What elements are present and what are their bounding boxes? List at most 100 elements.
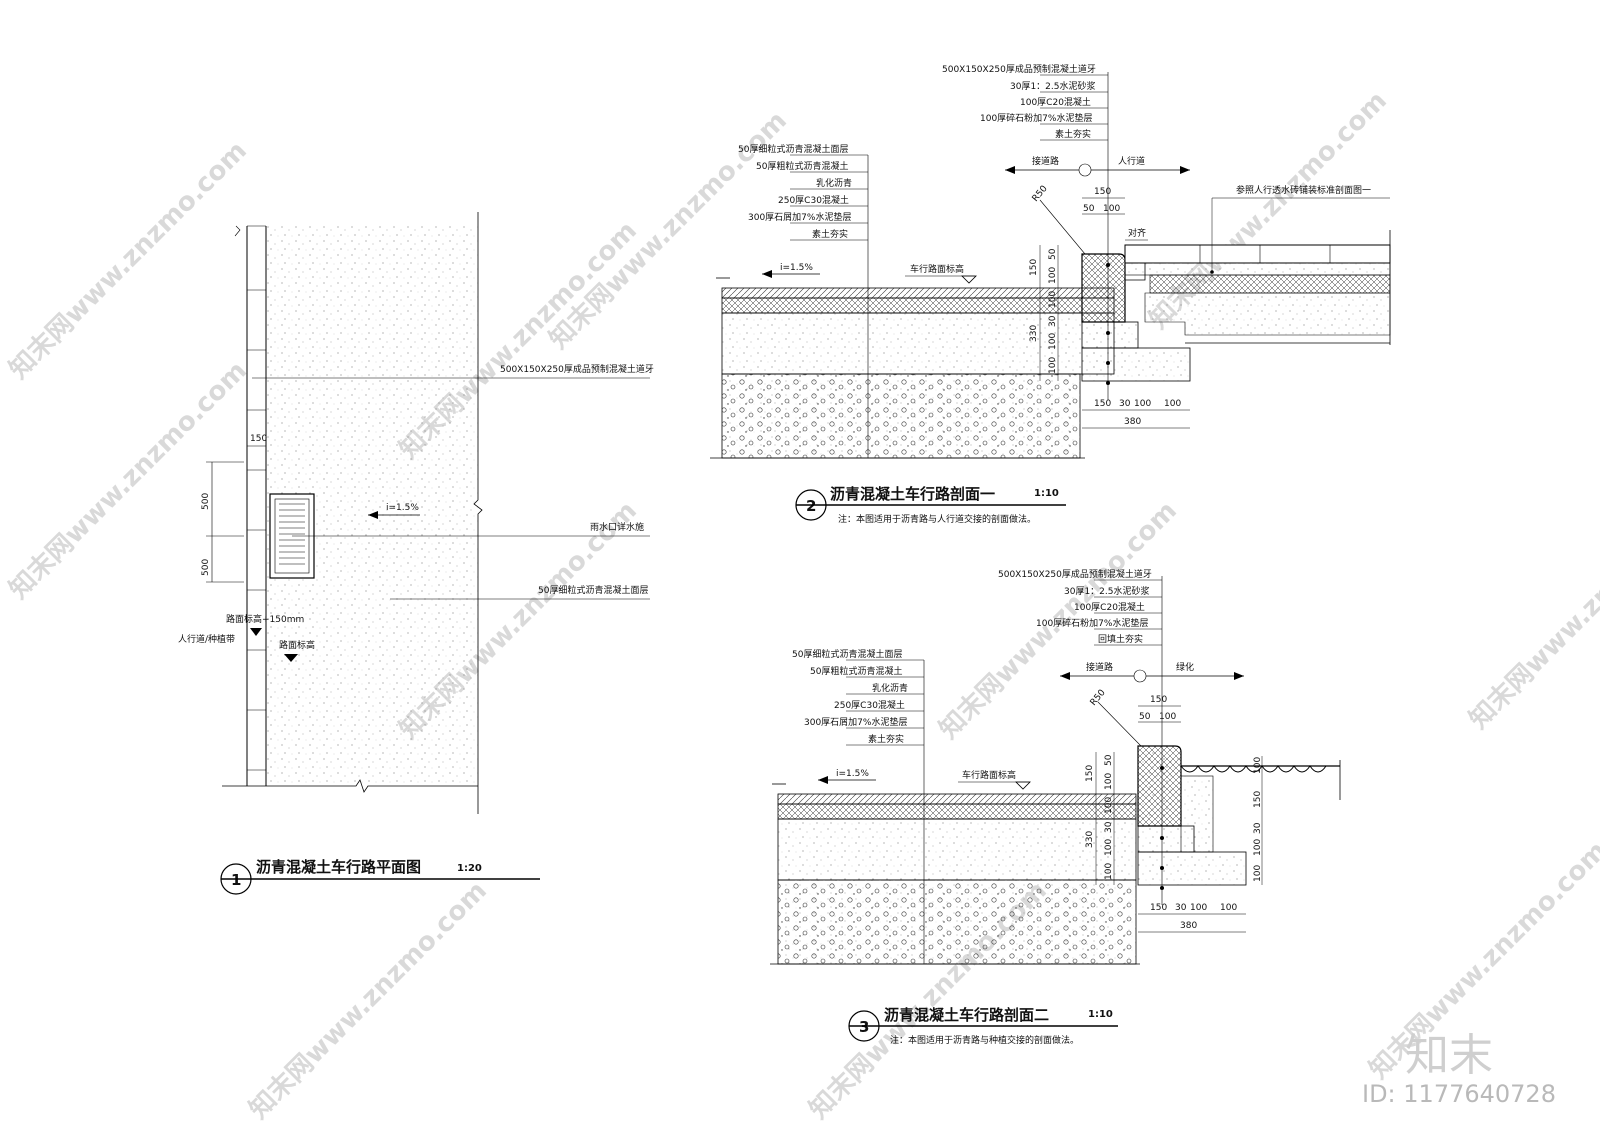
s2-dim: 100: [1253, 839, 1263, 856]
s1-dim: 100: [1164, 399, 1181, 409]
watermark-text: 知末网www.znzmo.com: [4, 356, 253, 605]
s2-curb-layer: 30厚1：2.5水泥砂浆: [1064, 585, 1150, 597]
s1-dim: 100: [1048, 291, 1058, 308]
plan-elev-raised: 路面标高+150mm: [226, 613, 304, 625]
s1-number: 2: [806, 497, 816, 515]
s2-curb-layer: 回填土夯实: [1098, 633, 1143, 645]
s1-slope: i=1.5%: [780, 263, 813, 273]
s2-dim: 30: [1104, 821, 1114, 833]
s1-curb-layer: 30厚1：2.5水泥砂浆: [1010, 80, 1096, 92]
s2-title: 沥青混凝土车行路剖面二: [884, 1006, 1049, 1024]
s2-road-layer: 250厚C30混凝土: [834, 699, 905, 711]
plan-elev-road: 路面标高: [279, 639, 315, 651]
s1-dim: 50: [1048, 248, 1058, 260]
s2-road-layer: 素土夯实: [868, 733, 904, 745]
watermark-text: 知末网www.znzmo.com: [244, 876, 493, 1125]
s2-dim: 100: [1104, 773, 1114, 790]
s1-dim: 50: [1083, 204, 1095, 214]
s1-elev: 车行路面标高: [910, 263, 964, 275]
s1-dim: 150: [1094, 399, 1111, 409]
s1-align: 对齐: [1128, 227, 1146, 239]
s1-road-layer: 50厚细粒式沥青混凝土面层: [738, 143, 848, 155]
plan-scale: 1:20: [457, 863, 482, 874]
s2-note: 注：本图适用于沥青路与种植交接的剖面做法。: [890, 1034, 1079, 1046]
plan-slope: i=1.5%: [386, 503, 419, 513]
s1-scale: 1:10: [1034, 488, 1059, 499]
s1-road-layer: 50厚粗粒式沥青混凝土: [756, 160, 848, 172]
s1-dim: 150: [1029, 259, 1039, 276]
s1-road-layer: 乳化沥青: [816, 177, 852, 189]
s1-left-dir: 接道路: [1032, 155, 1059, 167]
plan-view: 500X150X250厚成品预制混凝土道牙 雨水口详水施 50厚细粒式沥青混凝土…: [178, 212, 654, 895]
s2-right-dir: 绿化: [1176, 661, 1194, 673]
s1-dim: 30: [1119, 399, 1131, 409]
s2-dim: 150: [1150, 695, 1167, 705]
s2-curb-layer: 100厚碎石粉加7%水泥垫层: [1036, 617, 1148, 629]
plan-dim: 500: [201, 559, 211, 576]
brand-watermark: 知末: [1405, 1030, 1493, 1081]
s2-dim: 150: [1150, 903, 1167, 913]
s1-curb-layer: 100厚碎石粉加7%水泥垫层: [980, 112, 1092, 124]
s2-number: 3: [859, 1018, 869, 1036]
s2-dim: 150: [1253, 791, 1263, 808]
s1-road-layer: 300厚石屑加7%水泥垫层: [748, 211, 851, 223]
s2-dim: 100: [1253, 865, 1263, 882]
plan-curb-label: 500X150X250厚成品预制混凝土道牙: [500, 363, 654, 375]
s1-title: 沥青混凝土车行路剖面一: [830, 485, 995, 503]
s1-dim: 100: [1048, 357, 1058, 374]
s2-left-dir: 接道路: [1086, 661, 1113, 673]
s1-dim: 100: [1134, 399, 1151, 409]
plan-number: 1: [231, 871, 241, 889]
s2-dim: 100: [1220, 903, 1237, 913]
s1-dim: 100: [1048, 267, 1058, 284]
s1-road-layer: 素土夯实: [812, 228, 848, 240]
s2-radius: R50: [1089, 688, 1108, 708]
s1-dim: 330: [1029, 325, 1039, 342]
s1-curb-layer: 100厚C20混凝土: [1020, 96, 1091, 108]
watermark-text: 知末网www.znzmo.com: [4, 136, 253, 385]
id-watermark: ID: 1177640728: [1362, 1080, 1556, 1108]
s2-road-layer: 50厚细粒式沥青混凝土面层: [792, 648, 902, 660]
plan-drain-label: 雨水口详水施: [590, 521, 644, 533]
s1-right-dir: 人行道: [1118, 155, 1145, 167]
s2-road-layer: 乳化沥青: [872, 682, 908, 694]
s1-road-layer: 250厚C30混凝土: [778, 194, 849, 206]
s1-curb-layer: 素土夯实: [1055, 128, 1091, 140]
s1-curb-layer: 500X150X250厚成品预制混凝土道牙: [942, 63, 1096, 75]
s2-dim: 100: [1253, 757, 1263, 774]
s2-slope: i=1.5%: [836, 769, 869, 779]
section-two: i=1.5% 车行路面标高 50厚细粒式沥青混凝土面层 50厚粗粒式沥青混凝土 …: [770, 568, 1341, 1046]
watermark-text: 知末网www.znzmo.com: [1464, 486, 1600, 735]
s2-scale: 1:10: [1088, 1009, 1113, 1020]
s1-radius: R50: [1031, 184, 1050, 204]
s1-dim: 100: [1048, 333, 1058, 350]
s1-dim: 100: [1103, 204, 1120, 214]
s2-road-layer: 50厚粗粒式沥青混凝土: [810, 665, 902, 677]
s2-dim: 50: [1104, 754, 1114, 766]
plan-title: 沥青混凝土车行路平面图: [256, 858, 421, 876]
s2-dim: 100: [1104, 863, 1114, 880]
s2-dim: 380: [1180, 921, 1197, 931]
s1-ref-label: 参照人行透水砖铺装标准剖面图一: [1236, 184, 1371, 196]
section-one: i=1.5% 车行路面标高 50厚细粒式沥青混凝土面层 50厚粗粒式沥青混凝土 …: [710, 63, 1391, 525]
s2-road-layer: 300厚石屑加7%水泥垫层: [804, 716, 907, 728]
s2-dim: 100: [1104, 839, 1114, 856]
plan-surface-label: 50厚细粒式沥青混凝土面层: [538, 584, 648, 596]
s2-dim: 330: [1085, 831, 1095, 848]
plan-dim: 500: [201, 493, 211, 510]
watermark-layer: 知末网www.znzmo.com 知末网www.znzmo.com 知末网www…: [4, 86, 1600, 1125]
s2-dim: 150: [1085, 765, 1095, 782]
plan-dim: 150: [250, 434, 267, 444]
s2-curb-layer: 500X150X250厚成品预制混凝土道牙: [998, 568, 1152, 580]
s2-curb-layer: 100厚C20混凝土: [1074, 601, 1145, 613]
curb-joints: [247, 289, 266, 771]
plan-zone-label: 人行道/种植带: [178, 633, 235, 645]
s1-dim: 30: [1048, 315, 1058, 327]
s2-dim: 30: [1175, 903, 1187, 913]
s2-elev: 车行路面标高: [962, 769, 1016, 781]
s2-dim: 100: [1104, 797, 1114, 814]
s1-dim: 150: [1094, 187, 1111, 197]
s1-note: 注：本图适用于沥青路与人行道交接的剖面做法。: [838, 513, 1036, 525]
s2-dim: 50: [1139, 712, 1151, 722]
